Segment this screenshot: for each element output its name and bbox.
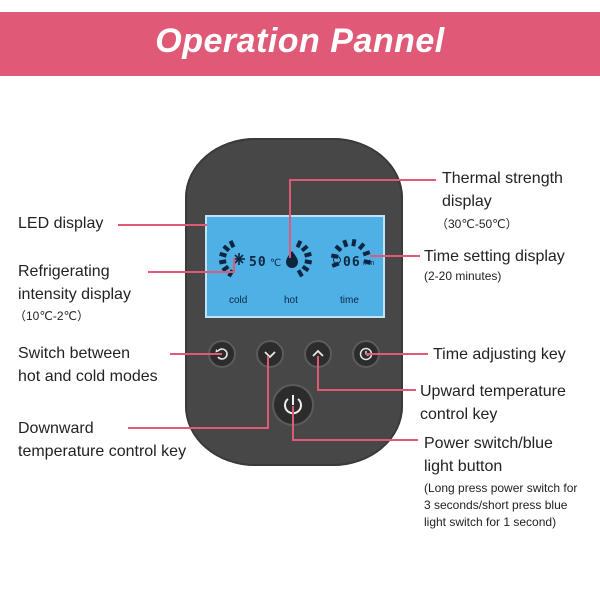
label-switch-1: Switch between (18, 345, 131, 362)
time-unit: min (363, 260, 375, 267)
label-thermal-1: Thermal strength (442, 170, 563, 187)
cycle-icon (215, 348, 228, 360)
label-upward-1: Upward temperature (420, 383, 566, 400)
time-gauge-icon (330, 238, 372, 268)
label-refrigerating-1: Refrigerating (18, 263, 110, 280)
chevron-up-icon (312, 349, 324, 357)
label-time-adjusting: Time adjusting key (433, 346, 566, 363)
label-refrigerating-range: （10℃-2℃） (14, 309, 89, 323)
cold-label: cold (229, 295, 248, 306)
label-thermal-range: （30℃-50℃） (436, 217, 518, 231)
title-banner: Operation Pannel (0, 12, 600, 76)
label-downward-1: Downward (18, 420, 94, 437)
label-time-setting-range: (2-20 minutes) (424, 269, 502, 283)
time-value: 06 (343, 255, 361, 270)
label-led-display: LED display (18, 215, 104, 232)
time-label: time (340, 295, 359, 306)
label-power-1: Power switch/blue (424, 435, 553, 452)
label-downward-2: temperature control key (18, 443, 187, 460)
label-power-note: (Long press power switch for 3 seconds/s… (424, 481, 578, 529)
chevron-down-icon (264, 351, 276, 359)
hot-label: hot (284, 295, 298, 306)
temperature-value: 50 (249, 255, 267, 270)
down-button[interactable] (256, 340, 284, 368)
label-power-2: light button (424, 458, 503, 475)
label-time-setting: Time setting display (424, 248, 565, 265)
label-switch-2: hot and cold modes (18, 368, 158, 385)
led-display-screen: 50 ℃ 06 min cold hot time (205, 215, 385, 318)
page-title: Operation Pannel (155, 22, 445, 60)
label-refrigerating-2: intensity display (18, 286, 131, 303)
temperature-unit: ℃ (270, 258, 282, 269)
label-upward-2: control key (420, 406, 498, 423)
label-thermal-2: display (442, 193, 492, 210)
